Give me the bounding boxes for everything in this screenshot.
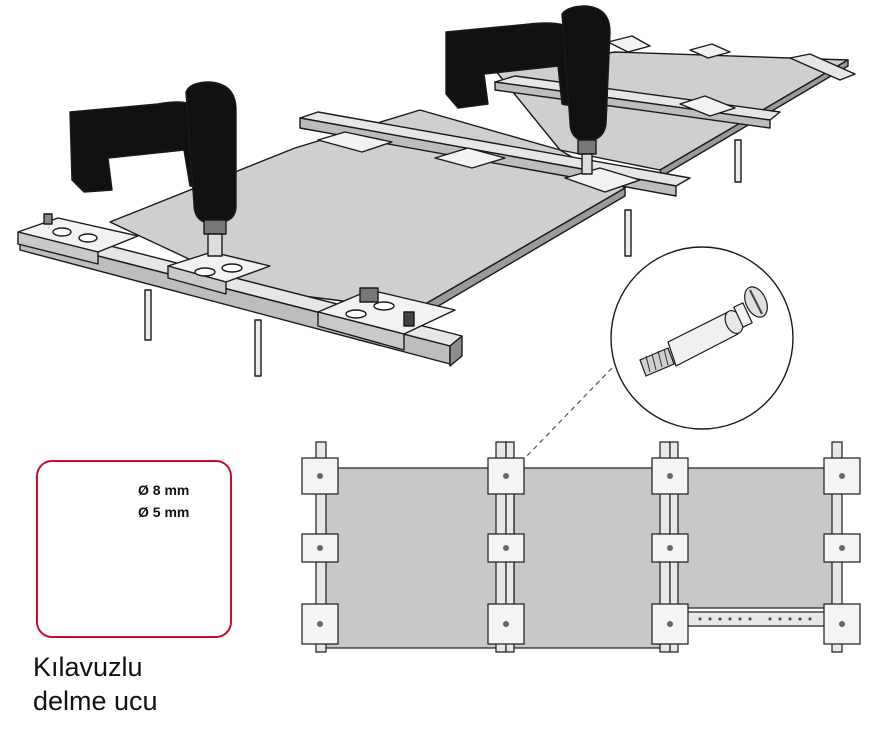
drill-icon: [445, 5, 611, 175]
caption-line-1: Kılavuzlu: [33, 652, 143, 682]
jig-block-left: [17, 213, 139, 265]
connector-bolt-icon: [639, 286, 768, 377]
drill-bit-detail-frame: [36, 460, 232, 638]
perspective-assembly: [17, 5, 856, 377]
jig-block-right: [317, 287, 456, 351]
drill-icon: [69, 81, 237, 257]
dimension-label: Ø 5 mm: [138, 504, 190, 520]
connector-magnifier: [524, 246, 794, 459]
dimension-label: Ø 8 mm: [138, 482, 190, 498]
top-view-panel-mid: [513, 467, 665, 649]
top-view-layout: [301, 441, 861, 653]
jig-block-center: [167, 251, 271, 295]
top-view-panel-left: [317, 467, 503, 649]
caption-line-2: delme ucu: [33, 686, 158, 716]
top-view-panel-right: [675, 467, 837, 609]
clamp-legs: [144, 139, 742, 377]
